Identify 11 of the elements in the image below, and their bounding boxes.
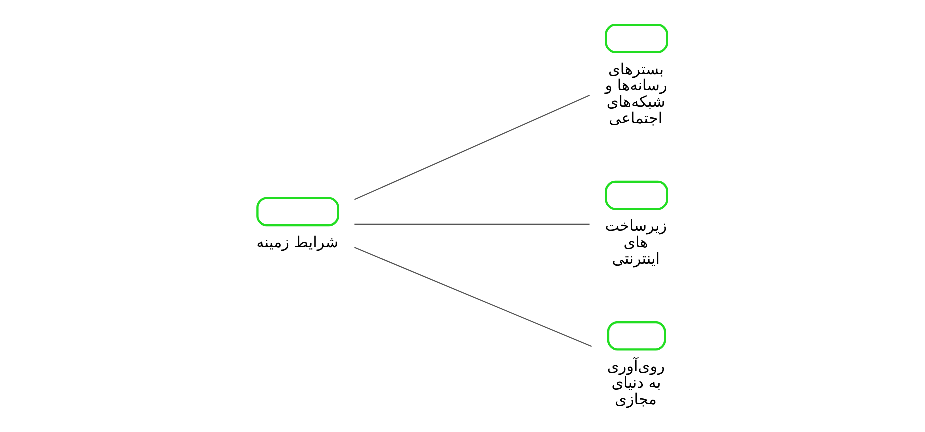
- node-label: بسترهای رسانه‌ها و شبکه‌های اجتماعی: [605, 60, 668, 128]
- connector: [354, 224, 590, 225]
- node-box: [256, 197, 340, 227]
- connector: [354, 95, 590, 200]
- node-box: [605, 24, 668, 54]
- connector: [354, 247, 592, 348]
- node-label: شرایط زمینه: [256, 234, 339, 252]
- node-box: [605, 180, 668, 210]
- node-label: زیرساخت های اینترنتی: [605, 217, 668, 268]
- node-label: روی‌آوری به دنیای مجازی: [607, 358, 665, 408]
- node-box: [607, 321, 666, 351]
